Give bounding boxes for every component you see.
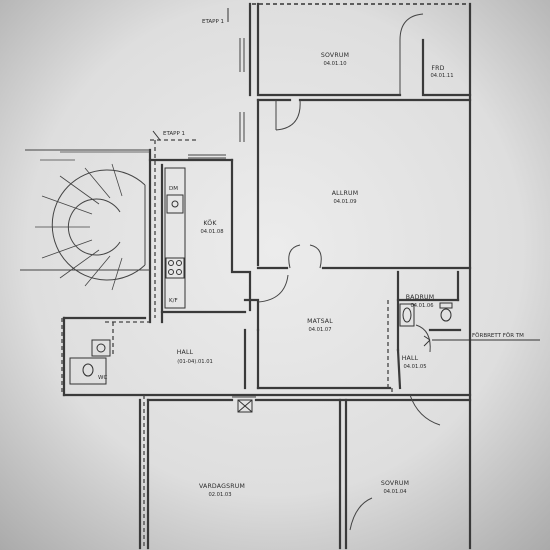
svg-text:KÖK: KÖK — [203, 218, 217, 227]
svg-text:SOVRUM: SOVRUM — [321, 52, 349, 59]
room-vardagsrum: VARDAGSRUM 02.01.03 — [199, 483, 245, 498]
svg-text:ALLRUM: ALLRUM — [332, 190, 359, 197]
dm-label: DM — [169, 186, 178, 192]
bathroom-fixtures — [69, 302, 453, 385]
room-hall: HALL (01-04).01.01 — [177, 349, 213, 365]
walls — [62, 2, 472, 550]
basin-icon — [399, 303, 415, 327]
etapp-label-mid: ETAPP 1 — [163, 131, 185, 137]
svg-text:VARDAGSRUM: VARDAGSRUM — [199, 483, 245, 490]
annotation-leader — [423, 335, 540, 347]
wc-toilet-icon — [82, 363, 94, 377]
svg-text:FRD: FRD — [431, 65, 444, 72]
room-frd: FRD 04.01.11 — [430, 65, 453, 79]
svg-text:SOVRUM: SOVRUM — [381, 480, 409, 487]
forbrett-label: FÖRBRETT FÖR TM — [472, 332, 524, 339]
room-sovrum-bottom: SOVRUM 04.01.04 — [381, 480, 409, 495]
svg-text:HALL: HALL — [177, 349, 194, 356]
svg-text:HALL: HALL — [402, 355, 419, 362]
vent-marks — [237, 399, 253, 413]
svg-text:BADRUM: BADRUM — [406, 294, 435, 301]
dashed-partitions — [61, 139, 393, 548]
wc-basin-icon — [91, 339, 111, 357]
spiral-staircase — [20, 149, 150, 291]
room-badrum: BADRUM 04.01.06 — [406, 294, 435, 309]
stove-icon — [165, 257, 185, 279]
room-sovrum-top: SOVRUM 04.01.10 — [321, 52, 349, 67]
svg-text:04.01.05: 04.01.05 — [403, 364, 426, 370]
room-matsal: MATSAL 04.01.07 — [307, 318, 333, 333]
kitchen-fixtures — [164, 167, 186, 309]
wc-label: WC — [98, 375, 107, 381]
svg-text:04.01.06: 04.01.06 — [410, 303, 433, 309]
sink-icon — [166, 194, 184, 214]
room-kok: KÖK 04.01.08 — [200, 218, 223, 235]
etapp-label-top: ETAPP 1 — [202, 19, 224, 25]
room-hall-small: HALL 04.01.05 — [402, 355, 427, 370]
svg-text:04.01.10: 04.01.10 — [323, 61, 346, 67]
svg-text:04.01.09: 04.01.09 — [333, 199, 356, 205]
svg-text:04.01.11: 04.01.11 — [430, 73, 453, 79]
svg-text:04.01.08: 04.01.08 — [200, 229, 223, 235]
svg-text:02.01.03: 02.01.03 — [208, 492, 231, 498]
svg-text:04.01.04: 04.01.04 — [383, 489, 407, 495]
room-allrum: ALLRUM 04.01.09 — [332, 190, 359, 205]
svg-text:(01-04).01.01: (01-04).01.01 — [177, 359, 213, 365]
etapp-markers — [152, 8, 229, 141]
kf-label: K/F — [169, 298, 178, 304]
svg-text:MATSAL: MATSAL — [307, 318, 333, 325]
toilet-icon — [440, 308, 452, 322]
windows — [188, 38, 256, 398]
svg-text:04.01.07: 04.01.07 — [308, 327, 331, 333]
wc-box — [69, 357, 107, 385]
door-swings — [257, 13, 441, 531]
